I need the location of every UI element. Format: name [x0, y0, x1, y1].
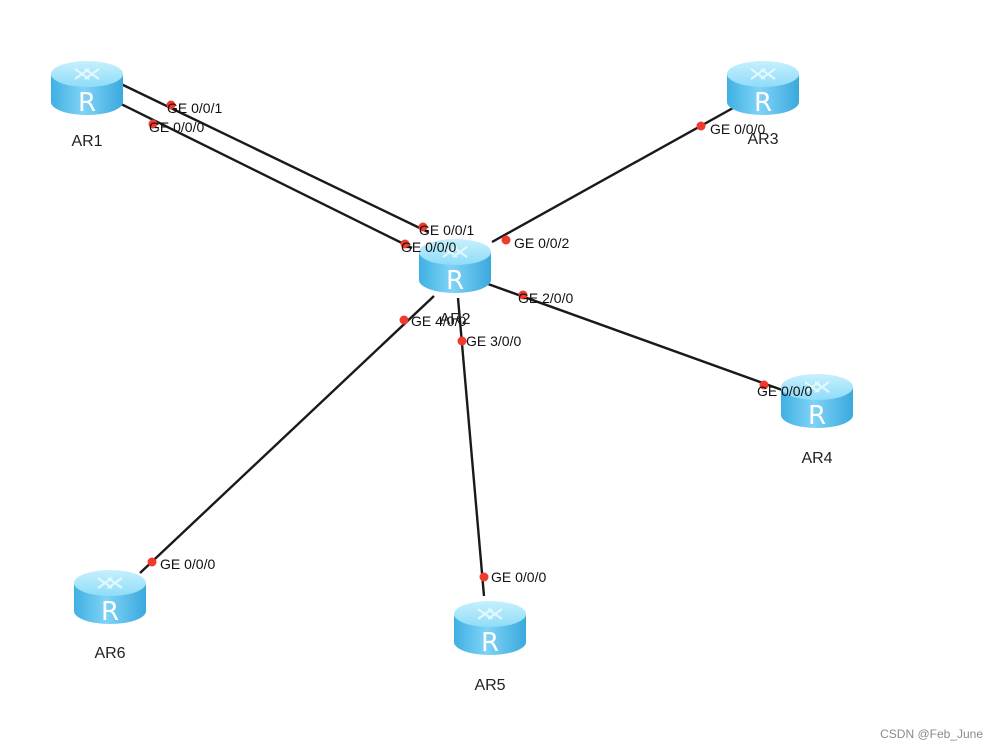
router-glyph: R [446, 266, 464, 296]
port-label-ar2: GE 2/0/0 [518, 290, 573, 306]
router-ar3[interactable]: R AR3 [727, 61, 799, 148]
router-glyph: R [101, 597, 119, 627]
port-dot-ar3 [696, 121, 706, 131]
links-layer [120, 82, 786, 597]
port-label-ar5: GE 0/0/0 [491, 569, 546, 585]
port-dot-ar2 [457, 336, 467, 346]
port-label-ar3: GE 0/0/0 [710, 121, 765, 137]
router-glyph: R [78, 88, 96, 118]
port-label-ar2: GE 0/0/1 [419, 222, 474, 238]
router-icon: R [454, 601, 526, 658]
port-dot-ar1 [148, 119, 158, 129]
router-label: AR4 [801, 450, 832, 467]
router-icon: R [419, 239, 491, 296]
port-dot-ar5 [479, 572, 489, 582]
link-ar6-ar2 [139, 295, 435, 574]
port-dot-ar2 [399, 315, 409, 325]
watermark: CSDN @Feb_June [880, 727, 983, 741]
port-dot-ar2 [418, 222, 428, 232]
router-glyph: R [481, 628, 499, 658]
router-label: AR6 [94, 645, 125, 662]
router-icon: R [74, 570, 146, 627]
router-ar4[interactable]: R AR4 [781, 374, 853, 467]
router-ar5[interactable]: R AR5 [454, 601, 526, 694]
link-ar1-ar2 [120, 102, 413, 250]
link-ar3-ar2 [491, 106, 734, 244]
port-label-ar2: GE 4/0/0 [411, 313, 466, 329]
router-icon: R [51, 61, 123, 118]
port-dot-ar2 [400, 239, 410, 249]
router-label: AR2 [439, 311, 470, 328]
port-label-ar6: GE 0/0/0 [160, 556, 215, 572]
router-ar1[interactable]: R AR1 [51, 61, 123, 150]
router-glyph: R [808, 401, 826, 431]
port-label-ar4: GE 0/0/0 [757, 383, 812, 399]
port-dot-ar4 [759, 380, 769, 390]
link-ar5-ar2 [456, 297, 486, 597]
port-label-ar2: GE 0/0/2 [514, 235, 569, 251]
router-icon: R [781, 374, 853, 431]
router-label: AR5 [474, 677, 505, 694]
router-label: AR3 [747, 131, 778, 148]
router-ar2[interactable]: R AR2 [419, 239, 491, 328]
router-label: AR1 [71, 133, 102, 150]
port-label-ar1: GE 0/0/1 [167, 100, 222, 116]
port-dot-ar6 [147, 557, 157, 567]
router-icon: R [727, 61, 799, 118]
port-label-ar1: GE 0/0/0 [149, 119, 204, 135]
port-dot-ar2 [501, 235, 511, 245]
ports-layer: GE 0/0/1GE 0/0/1GE 0/0/0GE 0/0/0GE 0/0/0… [147, 100, 812, 585]
port-dot-ar1 [166, 100, 176, 110]
port-label-ar2: GE 0/0/0 [401, 239, 456, 255]
link-ar4-ar2 [487, 282, 786, 393]
router-glyph: R [754, 88, 772, 118]
port-dot-ar2 [518, 290, 528, 300]
router-ar6[interactable]: R AR6 [74, 570, 146, 662]
port-label-ar2: GE 3/0/0 [466, 333, 521, 349]
